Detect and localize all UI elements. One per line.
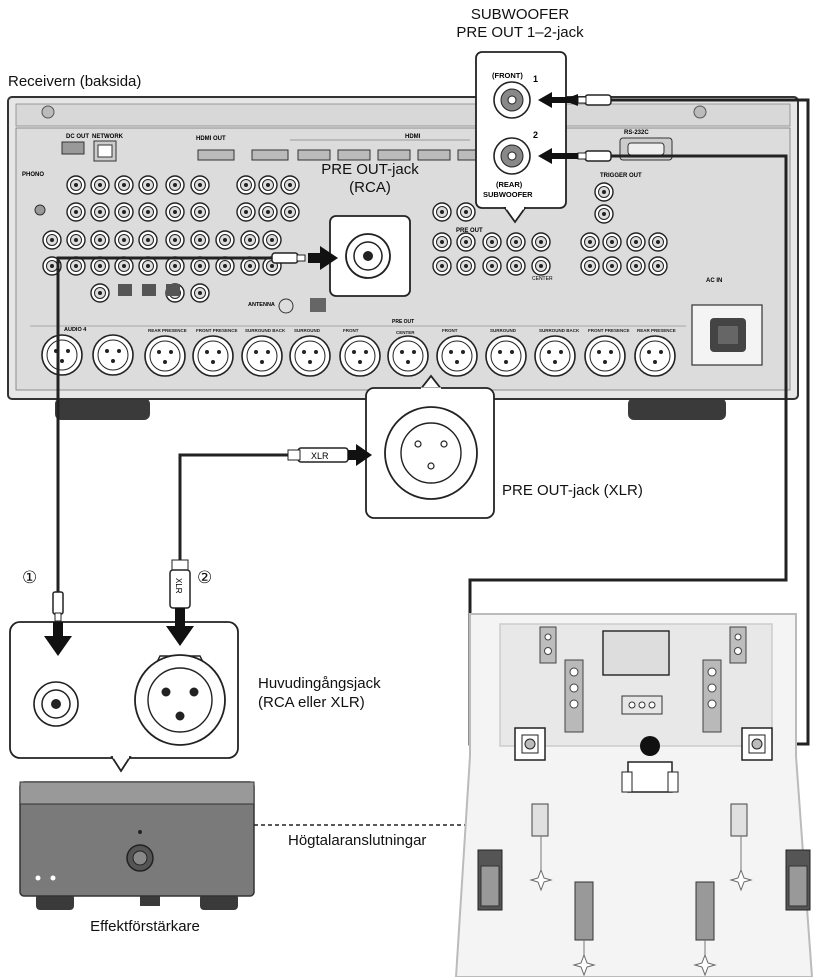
sub-jack-1 [493,81,531,119]
listener [621,736,679,793]
xlr-label: SURROUND [294,328,321,333]
presence-speaker-left [539,626,557,664]
center-speaker [621,695,663,715]
xlr-pre-out-sockets [144,335,676,377]
subwoofer-left [514,727,546,761]
main-input-line2: (RCA eller XLR) [258,694,365,711]
sub-rear-label: (REAR) [496,180,523,189]
surround-back-speaker-left [573,881,595,976]
pre-out-rca-line1: PRE OUT-jack [321,161,419,178]
hdmi-out-label: HDMI OUT [196,136,226,142]
tv-screen [602,630,670,676]
pre-out-panel-label: PRE OUT [456,228,483,234]
surround-speaker-left [530,803,552,891]
amp-xlr-input-jack [134,654,226,746]
subwoofer-pre-out-title: SUBWOOFER PRE OUT 1–2-jack [420,6,620,42]
sub-rear-num: 2 [533,130,538,140]
presence-speaker-right [729,626,747,664]
network-label: NETWORK [92,134,124,140]
xlr-label: FRONT [442,328,458,333]
xlr-socket-labels: REAR PRESENCE FRONT PRESENCE SURROUND BA… [148,328,676,335]
av-input-jack-grid [42,175,476,303]
main-input-label: Huvudingångsjack (RCA eller XLR) [258,674,381,712]
rca-cable-1 [52,246,338,622]
sub-label: SUBWOOFER [483,190,533,199]
surround-back-speaker-right [694,881,716,976]
amp-rca-input-jack [33,681,79,727]
xlr-label: SURROUND BACK [245,328,286,333]
hdmi-label: HDMI [405,134,421,140]
subwoofer-pre-out-callout: (FRONT) 1 2 (REAR) SUBWOOFER [475,51,567,224]
callout-2: ② [197,568,213,587]
rs232c-label: RS-232C [624,130,649,136]
xlr-label: CENTER [396,330,415,335]
subwoofer-right [741,727,773,761]
dc-out-label: DC OUT [66,134,89,140]
xlr-plug-label: XLR [174,578,183,594]
pre-out-rca-callout [329,215,411,297]
subwoofer-title-line2: PRE OUT 1–2-jack [456,24,584,41]
main-input-line1: Huvudingångsjack [258,675,381,692]
xlr-pre-out-label: PRE OUT [392,319,414,325]
pre-out-rca-line2: (RCA) [349,179,391,196]
sub-front-label: (FRONT) [492,71,523,80]
sub-jack-2 [493,137,531,175]
speaker-room [454,613,814,977]
power-amp-label: Effektförstärkare [90,918,200,935]
rear-presence-speaker-left [477,849,503,911]
pre-out-xlr-label: PRE OUT-jack (XLR) [502,482,643,499]
xlr-label: REAR PRESENCE [148,328,187,333]
subwoofer-title-line1: SUBWOOFER [470,6,570,23]
sub-cable-plugs [538,92,612,164]
trigger-out-label: TRIGGER OUT [600,173,642,179]
power-amplifier [19,781,255,910]
receiver-label: Receivern (baksida) [8,73,142,90]
xlr-label: REAR PRESENCE [637,328,676,333]
callout-1: ① [22,568,38,587]
xlr-label: SURROUND BACK [539,328,580,333]
pre-out-rca-label: PRE OUT-jack (RCA) [310,161,430,197]
center-small-label: CENTER [532,276,553,282]
xlr-label: SURROUND [490,328,517,333]
rear-presence-speaker-right [785,849,811,911]
phono-label: PHONO [22,172,44,178]
xlr-label: FRONT [343,328,359,333]
surround-speaker-right [730,803,752,891]
speaker-connections-label: Högtalaranslutningar [288,832,427,849]
xlr-cable-2: XLR XLR [169,444,372,609]
xlr-label: FRONT PRESENCE [196,328,238,333]
front-speaker-right [702,659,722,733]
xlr-plug-label: XLR [311,451,329,461]
receiver-foot [55,398,150,420]
receiver-foot [628,398,726,420]
xlr-label: FRONT PRESENCE [588,328,630,333]
ac-in-label: AC IN [706,278,722,284]
pre-out-xlr-callout [365,374,495,519]
front-speaker-left [564,659,584,733]
amp-input-callout [9,608,239,773]
sub-front-num: 1 [533,74,538,84]
audio4-label: AUDIO 4 [64,327,87,333]
antenna-label: ANTENNA [248,302,275,308]
